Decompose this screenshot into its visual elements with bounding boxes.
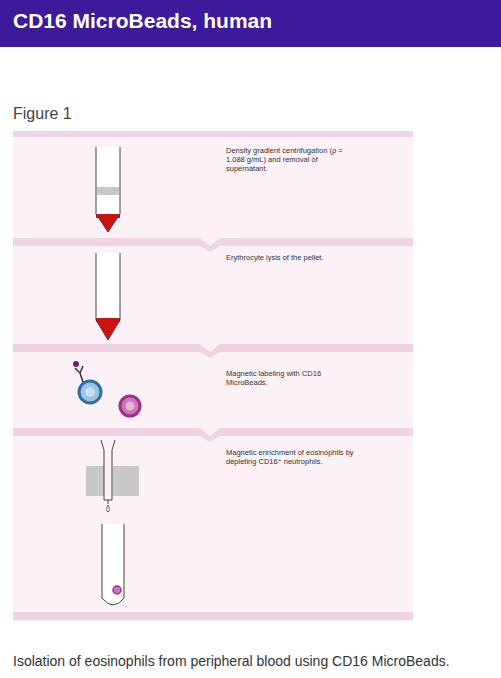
- step-text: Density gradient centrifugation (ρ = 1.0…: [226, 146, 356, 173]
- step-text: Erythrocyte lysis of the pellet.: [226, 253, 356, 262]
- figure-label: Figure 1: [13, 105, 72, 123]
- step-text: Magnetic labeling with CD16 MicroBeads.: [226, 369, 356, 387]
- step-band: Erythrocyte lysis of the pellet.: [13, 246, 413, 344]
- step-band: Magnetic enrichment of eosinophils by de…: [13, 436, 413, 612]
- step-text: Magnetic enrichment of eosinophils by de…: [226, 448, 356, 466]
- figure-caption: Isolation of eosinophils from peripheral…: [13, 653, 450, 669]
- page-title: CD16 MicroBeads, human: [13, 9, 272, 33]
- step-band: Magnetic labeling with CD16 MicroBeads.: [13, 352, 413, 428]
- step-band: Density gradient centrifugation (ρ = 1.0…: [13, 137, 413, 238]
